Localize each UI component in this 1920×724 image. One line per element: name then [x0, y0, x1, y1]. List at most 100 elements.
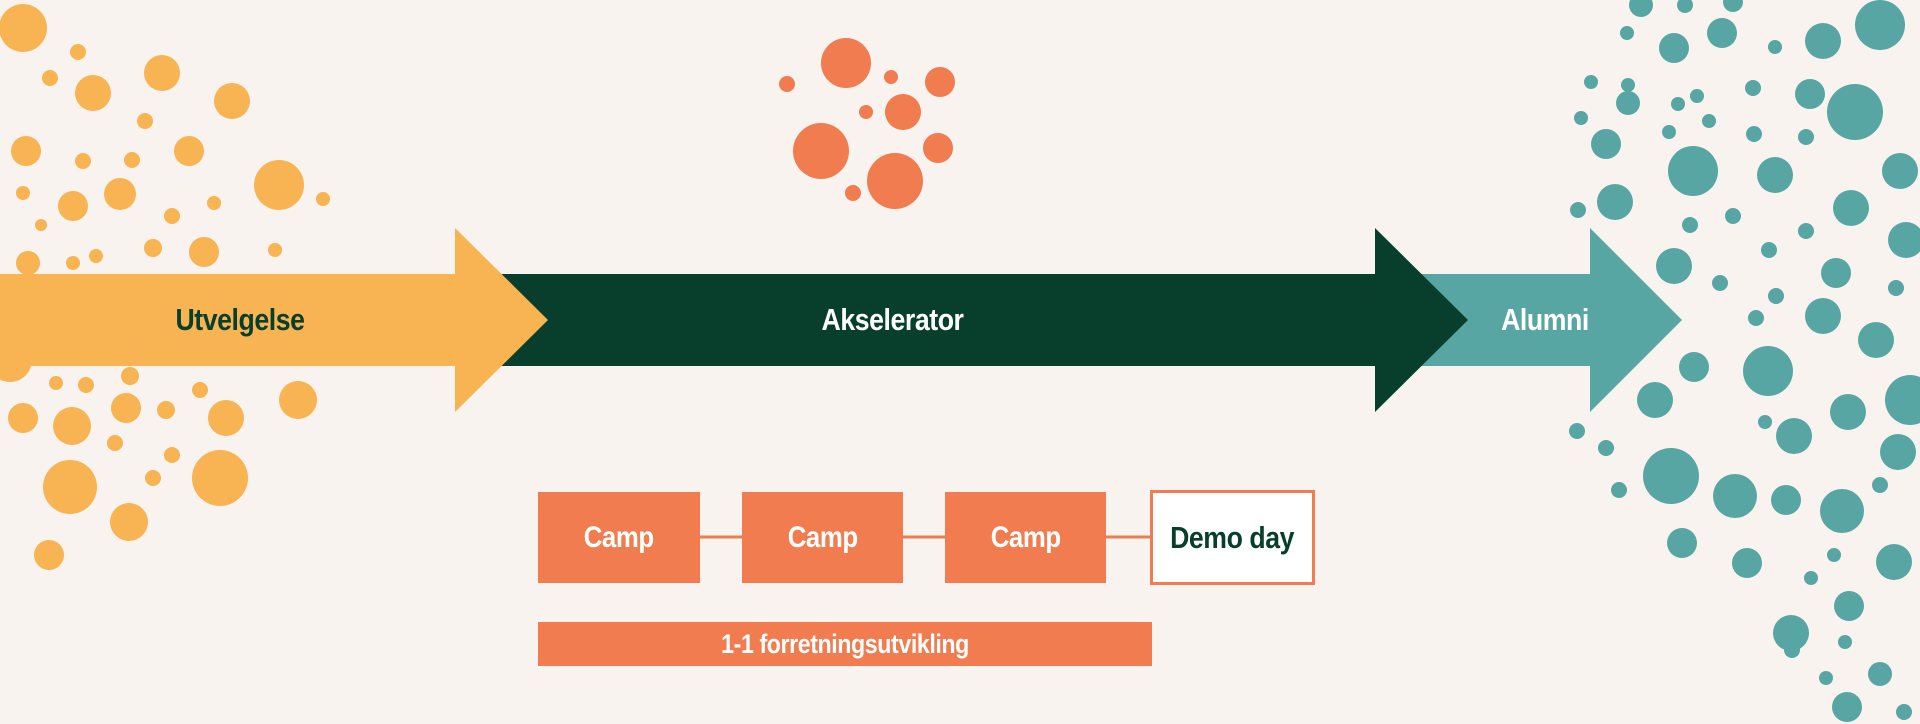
decorative-dot [279, 381, 317, 419]
decorative-dot [110, 503, 148, 541]
decorative-dot [75, 153, 91, 169]
decorative-dot [1656, 248, 1692, 284]
decorative-dot [1872, 477, 1888, 493]
business-development-label: 1-1 forretningsutvikling [721, 628, 969, 659]
decorative-dot [1712, 275, 1728, 291]
alumni-label: Alumni [1501, 302, 1589, 337]
camp-step-label: Camp [787, 520, 858, 554]
decorative-dot [845, 185, 861, 201]
decorative-dot [1598, 440, 1614, 456]
decorative-dot [1888, 280, 1904, 296]
decorative-dot [1768, 288, 1784, 304]
decorative-dot [1682, 217, 1698, 233]
decorative-dot [1804, 571, 1818, 585]
decorative-dot [164, 208, 180, 224]
yellow-dot-cluster [0, 4, 330, 570]
decorative-dot [1819, 671, 1833, 685]
camp-step-label: Camp [990, 520, 1061, 554]
decorative-dot [1668, 146, 1718, 196]
decorative-dot [214, 83, 250, 119]
decorative-dot [1768, 40, 1782, 54]
decorative-dot [1830, 394, 1866, 430]
decorative-dot [1758, 415, 1772, 429]
decorative-dot [1882, 153, 1918, 189]
decorative-dot [1713, 474, 1757, 518]
decorative-dot [1798, 223, 1814, 239]
accelerator-arrow [450, 228, 1468, 412]
decorative-dot [157, 401, 175, 419]
decorative-dot [1885, 375, 1920, 425]
camp-step-1: Camp [538, 492, 700, 583]
decorative-dot [1667, 528, 1697, 558]
decorative-dot [1574, 111, 1588, 125]
decorative-dot [107, 435, 123, 451]
decorative-dot [89, 249, 103, 263]
decorative-dot [192, 450, 248, 506]
decorative-dot [1702, 114, 1716, 128]
decorative-dot [144, 239, 162, 257]
decorative-dot [1821, 258, 1851, 288]
decorative-dot [1805, 298, 1841, 334]
decorative-dot [137, 113, 153, 129]
decorative-dot [1570, 202, 1586, 218]
decorative-dot [1732, 548, 1762, 578]
decorative-dot [867, 153, 923, 209]
decorative-dot [1725, 208, 1741, 224]
decorative-dot [43, 460, 97, 514]
decorative-dot [1858, 322, 1894, 358]
decorative-dot [0, 4, 47, 52]
decorative-dot [42, 70, 58, 86]
decorative-dot [923, 133, 953, 163]
selection-label: Utvelgelse [175, 302, 305, 337]
decorative-dot [1876, 544, 1912, 580]
decorative-dot [1868, 662, 1892, 686]
decorative-dot [70, 44, 86, 60]
decorative-dot [1761, 242, 1777, 258]
decorative-dot [925, 67, 955, 97]
decorative-dot [793, 123, 849, 179]
decorative-dot [189, 237, 219, 267]
decorative-dot [859, 105, 873, 119]
decorative-dot [1707, 18, 1737, 48]
business-development-bar: 1-1 forretningsutvikling [538, 622, 1152, 666]
decorative-dot [254, 160, 304, 210]
decorative-dot [208, 400, 244, 436]
decorative-dot [1833, 190, 1869, 226]
decorative-dot [49, 376, 63, 390]
decorative-dot [1757, 157, 1793, 193]
camp-step-label: Camp [584, 520, 654, 554]
decorative-dot [1584, 75, 1598, 89]
decorative-dot [1827, 84, 1883, 140]
decorative-dot [1888, 222, 1920, 258]
decorative-dot [1629, 0, 1653, 17]
decorative-dot [1773, 615, 1809, 651]
decorative-dot [75, 75, 111, 111]
decorative-dot [1855, 0, 1905, 50]
decorative-dot [1795, 79, 1825, 109]
decorative-dot [1659, 33, 1689, 63]
decorative-dot [316, 192, 330, 206]
decorative-dot [124, 152, 140, 168]
decorative-dot [1880, 434, 1916, 470]
decorative-dot [1677, 0, 1693, 13]
decorative-dot [1820, 489, 1864, 533]
demo-day-label: Demo day [1170, 519, 1295, 555]
decorative-dot [11, 136, 41, 166]
alumni-arrow [1405, 228, 1682, 412]
decorative-dot [164, 447, 180, 463]
decorative-dot [1620, 26, 1634, 40]
decorative-dot [1838, 635, 1852, 649]
decorative-dot [16, 251, 40, 275]
decorative-dot [104, 178, 136, 210]
decorative-dot [111, 393, 141, 423]
decorative-dot [207, 196, 221, 210]
demo-day-step: Demo day [1150, 490, 1315, 585]
decorative-dot [1597, 184, 1633, 220]
decorative-dot [192, 382, 208, 398]
decorative-dot [78, 377, 94, 393]
decorative-dot [1611, 482, 1627, 498]
decorative-dot [1569, 423, 1585, 439]
decorative-dot [1679, 352, 1709, 382]
decorative-dot [1662, 125, 1676, 139]
selection-arrow [0, 228, 548, 412]
